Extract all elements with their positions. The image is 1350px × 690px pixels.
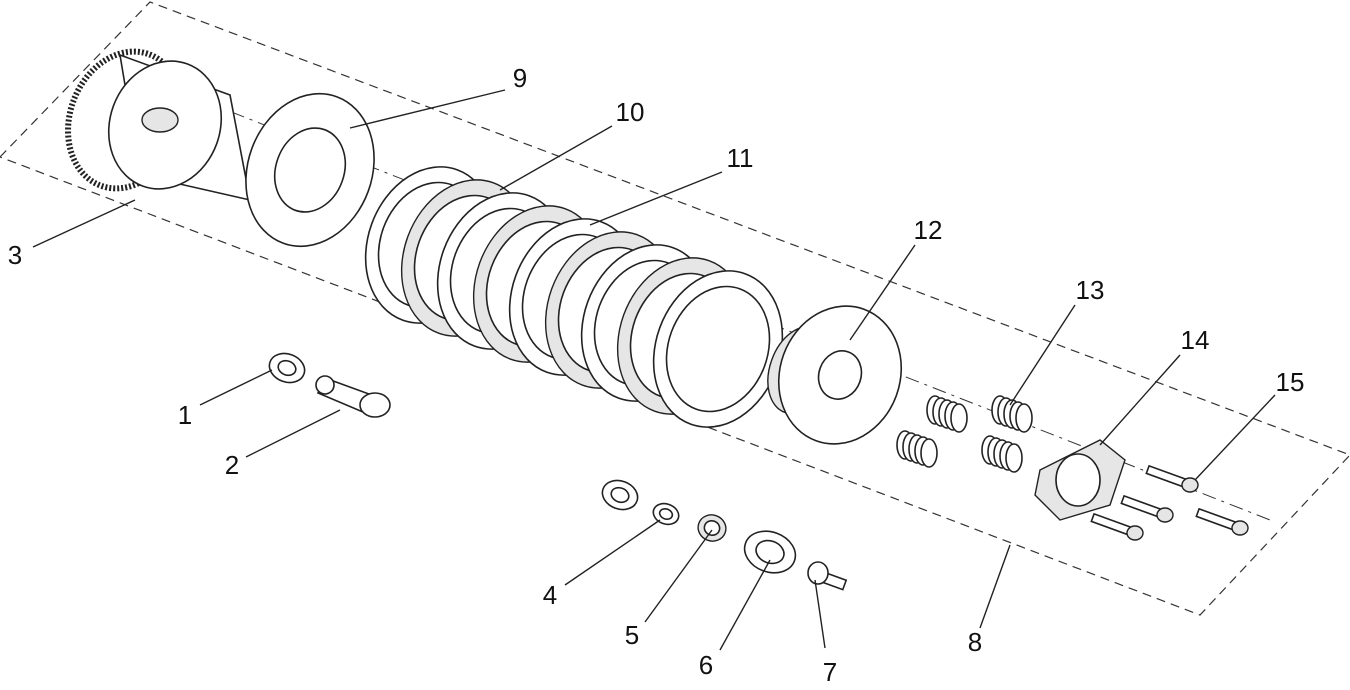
leader-line-9 bbox=[349, 89, 506, 129]
leader-line-6 bbox=[719, 559, 771, 651]
leader-line-5 bbox=[644, 529, 713, 623]
callout-5: 5 bbox=[625, 620, 639, 650]
leader-line-4 bbox=[564, 519, 661, 586]
bolt bbox=[1120, 494, 1174, 523]
leader-line-8 bbox=[979, 544, 1011, 629]
callout-14: 14 bbox=[1181, 325, 1210, 355]
bolt bbox=[1145, 464, 1199, 493]
washer-small bbox=[652, 502, 680, 526]
nut bbox=[697, 514, 727, 542]
callout-3: 3 bbox=[8, 240, 22, 270]
clutch-housing bbox=[65, 48, 252, 202]
callout-4: 4 bbox=[543, 580, 557, 610]
friction-plate bbox=[652, 270, 784, 428]
bolt bbox=[1195, 507, 1249, 536]
washer bbox=[601, 479, 639, 511]
callout-15: 15 bbox=[1276, 367, 1305, 397]
bearing bbox=[743, 530, 797, 574]
leader-line-1 bbox=[199, 369, 273, 406]
callout-13: 13 bbox=[1076, 275, 1105, 305]
leader-line-10 bbox=[499, 125, 613, 191]
leader-line-12 bbox=[849, 244, 916, 341]
callout-2: 2 bbox=[225, 450, 239, 480]
callout-6: 6 bbox=[699, 650, 713, 680]
bolt bbox=[1090, 512, 1144, 541]
leader-line-15 bbox=[1194, 394, 1276, 481]
leader-line-3 bbox=[32, 199, 136, 248]
callout-8: 8 bbox=[968, 627, 982, 657]
thrust-washer bbox=[268, 352, 306, 384]
clutch-hub bbox=[777, 305, 903, 445]
callout-7: 7 bbox=[823, 657, 837, 687]
clutch-spring bbox=[926, 395, 968, 433]
lifter-plate bbox=[1034, 439, 1126, 521]
leader-line-13 bbox=[1009, 304, 1076, 406]
leader-line-2 bbox=[245, 409, 341, 458]
leader-line-11 bbox=[589, 171, 723, 226]
clutch-spring bbox=[981, 435, 1023, 473]
pushrod-piece bbox=[807, 561, 848, 591]
callout-10: 10 bbox=[616, 97, 645, 127]
clutch-spring bbox=[991, 395, 1033, 433]
leader-line-14 bbox=[1099, 354, 1181, 446]
leader-line-7 bbox=[814, 579, 826, 649]
clutch-spring bbox=[896, 430, 938, 468]
callout-9: 9 bbox=[513, 63, 527, 93]
callout-11: 11 bbox=[727, 143, 754, 173]
callout-1: 1 bbox=[178, 400, 192, 430]
bushing bbox=[315, 375, 391, 418]
pressure-plate bbox=[245, 92, 375, 248]
callout-12: 12 bbox=[914, 215, 943, 245]
